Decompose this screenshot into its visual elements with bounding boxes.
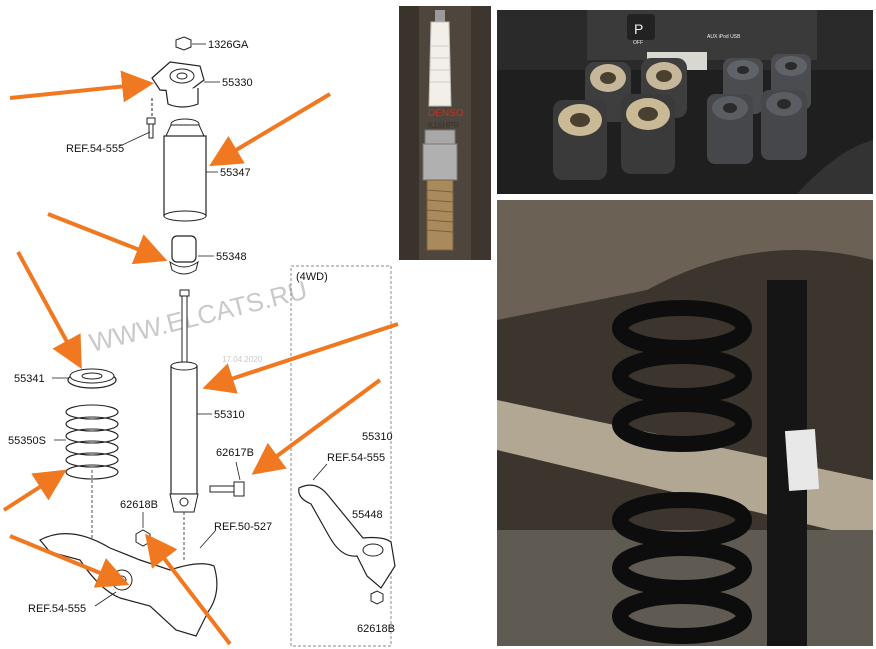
bump-stop-55348 [169, 235, 214, 275]
label-55350s: 55350S [8, 435, 46, 447]
parts-diagram: WWW.ELCATS.RU 17.04.2020 1326GA 55330 RE… [0, 0, 396, 649]
label-ref-50-527: REF.50-527 [214, 521, 272, 533]
arrow-lower-arm [9, 534, 130, 588]
spark-plug-code: K16HPR [428, 121, 459, 130]
bolt-62617b [209, 461, 245, 497]
arrow-55310 [202, 322, 399, 394]
switch-label: OFF [633, 40, 643, 46]
top-mount-55330 [151, 61, 220, 108]
label-55348: 55348 [216, 251, 247, 263]
shock-absorber-photo [767, 280, 820, 646]
arrow-55330 [9, 70, 154, 103]
label-ref-54-555-bottom: REF.54-555 [28, 603, 86, 615]
label-55347: 55347 [220, 167, 251, 179]
label-62617b: 62617B [216, 447, 254, 459]
label-4wd: (4WD) [296, 271, 328, 283]
bushings-grey [707, 54, 811, 164]
label-55341: 55341 [14, 373, 45, 385]
lower-arm-4wd [298, 463, 396, 589]
label-62618b-right: 62618B [357, 623, 395, 635]
coil-spring-photo [497, 200, 873, 646]
nut-62618b-right [370, 590, 384, 605]
coil-spring-55350s [54, 404, 119, 480]
label-ref-54-555-4wd: REF.54-555 [327, 452, 385, 464]
4wd-box [290, 265, 392, 647]
4wd-details: REF.54-555 62618B [291, 266, 396, 649]
svg-text:P: P [634, 21, 643, 37]
ports-label: AUX iPod USB [707, 34, 741, 40]
arrow-55341 [16, 251, 82, 370]
bushings-photo: P OFF AUX iPod USB [497, 10, 873, 194]
nut-1326ga [175, 36, 206, 51]
arrow-55348 [47, 212, 168, 265]
arrow-55347 [209, 92, 332, 167]
label-55330: 55330 [222, 77, 253, 89]
spark-plug-brand: DENSO [428, 108, 464, 119]
watermark-date: 17.04.2020 [222, 355, 263, 364]
bushings-beige [553, 58, 687, 180]
dust-cover-55347 [163, 118, 218, 222]
spring-pad-55341 [52, 368, 117, 389]
label-1326ga: 1326GA [208, 39, 249, 51]
label-55310-left: 55310 [214, 409, 245, 421]
arrow-55350s [2, 469, 67, 512]
spark-plug-photo: DENSO K16HPR [399, 6, 491, 260]
label-55310-right: 55310 [362, 431, 393, 443]
arrow-62618b [145, 533, 232, 646]
bolt-ref-top [119, 98, 156, 147]
label-ref-54-555-top: REF.54-555 [66, 143, 124, 155]
4wd-labels [291, 266, 396, 649]
label-55448: 55448 [352, 509, 383, 521]
shock-absorber-55310-left [169, 289, 212, 513]
arrow-62617b [251, 378, 382, 475]
label-62618b-left: 62618B [120, 499, 158, 511]
spring-coils [612, 300, 752, 644]
